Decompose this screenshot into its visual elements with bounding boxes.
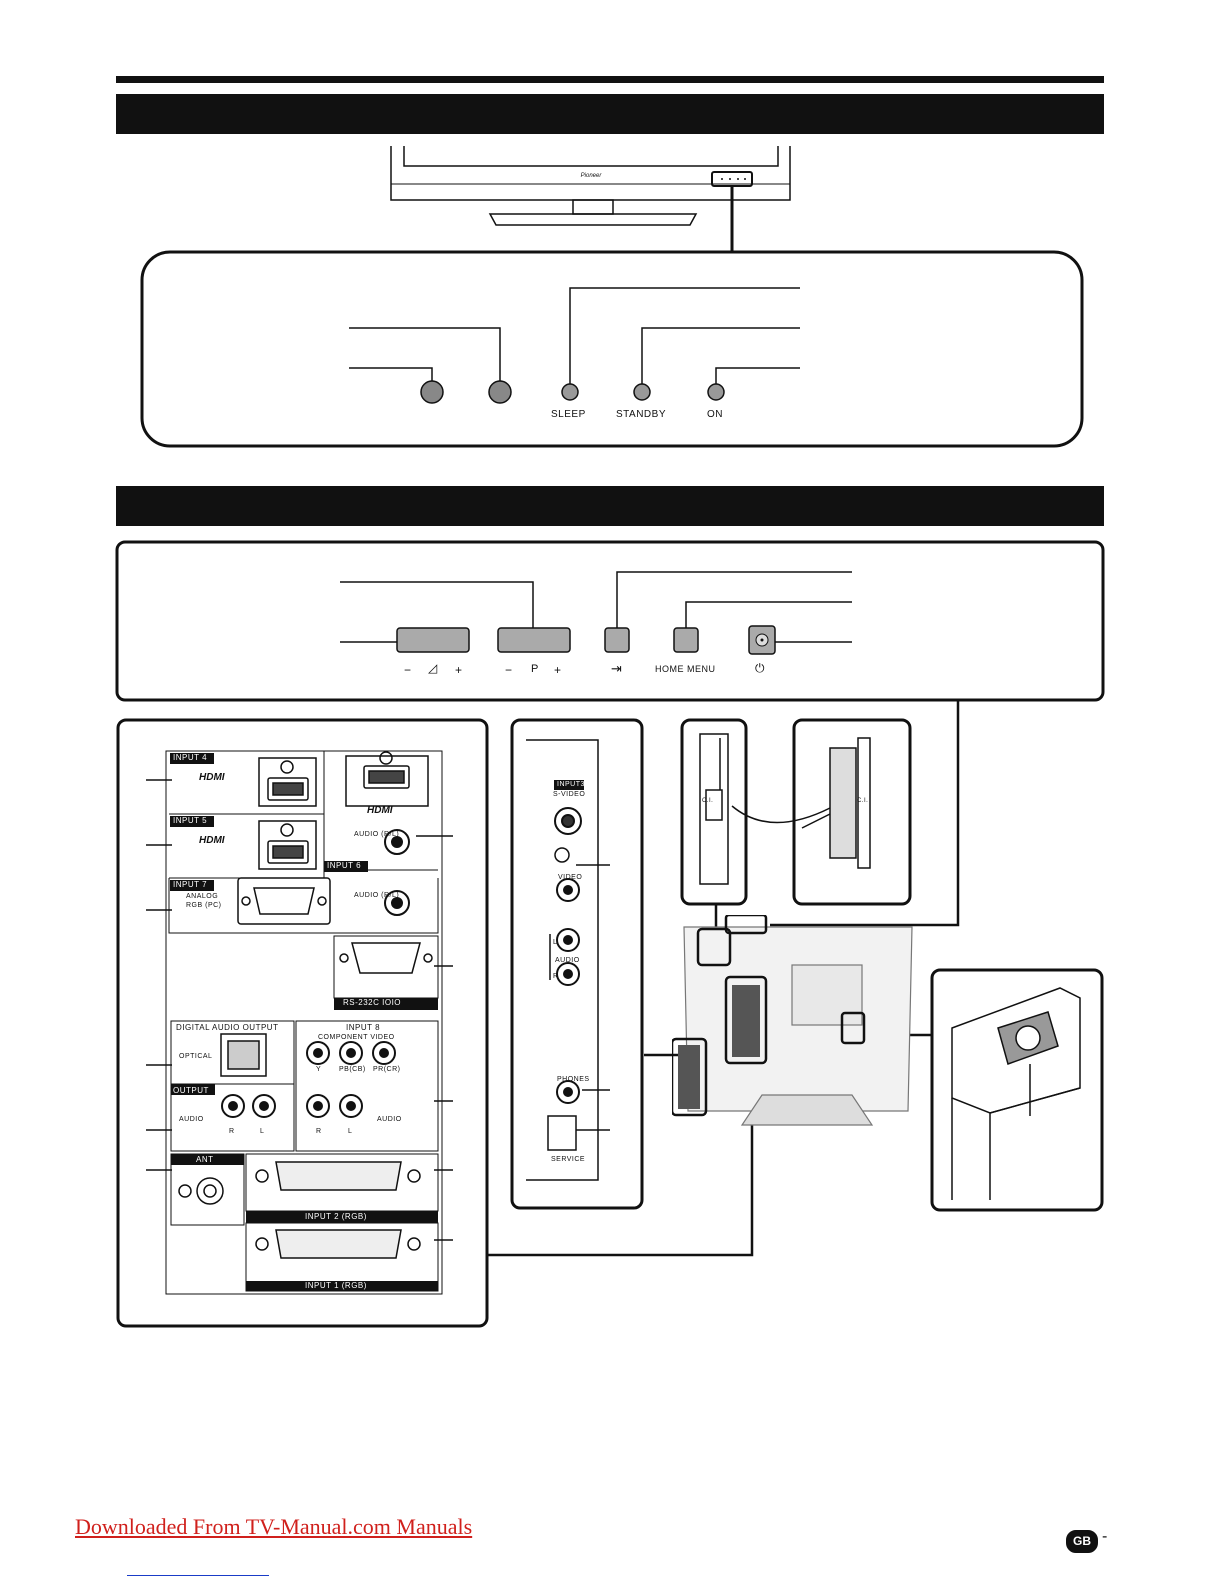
side-r-label: R — [553, 973, 559, 980]
rs232c-tab: RS-232C IOIO — [343, 998, 402, 1007]
program-plus-label: + — [554, 663, 562, 677]
section-header-side — [116, 486, 1104, 526]
input-button — [604, 627, 630, 653]
program-symbol: P — [531, 663, 539, 675]
tv-brand-logo: Pioneer — [581, 173, 603, 179]
ci-label-slot: C.I. — [702, 798, 714, 804]
power-icon: ⏻ — [755, 661, 765, 675]
input4-tab: INPUT 4 — [173, 753, 208, 762]
ant-tab: ANT — [196, 1155, 214, 1164]
side-buttons-diagram — [115, 540, 1105, 702]
side-l-label: L — [553, 939, 558, 946]
on-indicator — [707, 383, 725, 401]
ci-slot-diagram — [680, 718, 912, 906]
sleep-indicator — [561, 383, 579, 401]
ci-slot-callout — [680, 718, 748, 906]
service-label: SERVICE — [551, 1156, 586, 1163]
input-icon: ⇥ — [611, 661, 623, 676]
digital-audio-output-label: DIGITAL AUDIO OUTPUT — [176, 1023, 279, 1032]
analog-label: ANALOG — [186, 893, 219, 900]
y-label: Y — [316, 1066, 322, 1073]
volume-button — [396, 627, 470, 653]
pb-label: PB(CB) — [339, 1066, 366, 1073]
front-indicator-callout — [140, 250, 1084, 448]
ac-inlet-callout — [930, 968, 1104, 1212]
video-label: VIDEO — [558, 874, 583, 881]
section-header-front — [116, 94, 1104, 134]
program-minus-label: − — [505, 663, 513, 677]
hdmi-logo-4: HDMI — [199, 772, 225, 783]
input7-tab: INPUT 7 — [173, 880, 208, 889]
output-l-label: L — [260, 1128, 265, 1135]
optical-label: OPTICAL — [179, 1053, 213, 1060]
remote-sensor — [420, 380, 444, 404]
input5-tab: INPUT 5 — [173, 816, 208, 825]
volume-symbol: ◿ — [428, 661, 438, 675]
standby-label: STANDBY — [616, 409, 666, 420]
front-view-diagram: Pioneer — [140, 146, 1084, 448]
input8-l-label: L — [348, 1128, 353, 1135]
footer-download-link[interactable]: Downloaded From TV-Manual.com Manuals — [75, 1514, 473, 1539]
standby-indicator — [633, 383, 651, 401]
input6-tab: INPUT 6 — [327, 861, 362, 870]
output-r-label: R — [229, 1128, 235, 1135]
input2-rgb-tab: INPUT 2 (RGB) — [305, 1212, 367, 1221]
phones-label: PHONES — [557, 1076, 590, 1083]
rear-terminals-diagram: HDMI HDMI HDMI — [116, 718, 489, 1328]
side-audio-label: AUDIO — [555, 957, 580, 964]
page-number-dash: - — [1102, 1528, 1108, 1545]
ac-inlet-diagram — [930, 968, 1104, 1212]
volume-plus-label: + — [455, 663, 463, 677]
hdmi-logo-6: HDMI — [367, 805, 393, 816]
output-audio-label: AUDIO — [179, 1116, 204, 1123]
home-menu-button — [673, 627, 699, 653]
light-sensor — [488, 380, 512, 404]
hdmi-logo-5: HDMI — [199, 835, 225, 846]
s-video-label: S-VIDEO — [553, 791, 586, 798]
top-rule — [116, 76, 1104, 83]
pr-label: PR(CR) — [373, 1066, 401, 1073]
volume-minus-label: − — [404, 663, 412, 677]
side-terminals-callout — [510, 718, 644, 1210]
on-label: ON — [707, 409, 723, 420]
audio-rl-label-7: AUDIO (R/L) — [354, 892, 400, 899]
input8-audio-label: AUDIO — [377, 1116, 402, 1123]
region-badge: GB — [1066, 1530, 1098, 1553]
tv-rear-illustration — [672, 915, 913, 1126]
component-video-label: COMPONENT VIDEO — [318, 1034, 395, 1041]
input8-r-label: R — [316, 1128, 322, 1135]
output-tab: OUTPUT — [173, 1086, 209, 1095]
footer-underline — [127, 1575, 269, 1576]
ci-label-card: C.I. — [857, 798, 869, 804]
sleep-label: SLEEP — [551, 409, 586, 420]
program-button — [497, 627, 571, 653]
rgb-pc-label: RGB (PC) — [186, 902, 222, 909]
input1-rgb-tab: INPUT 1 (RGB) — [305, 1281, 367, 1290]
input3-tab: INPUT3 — [557, 781, 585, 788]
audio-rl-label-6: AUDIO (R/L) — [354, 831, 400, 838]
home-menu-label: HOME MENU — [655, 664, 716, 674]
side-terminals-diagram — [510, 718, 644, 1210]
input8-label: INPUT 8 — [346, 1023, 381, 1032]
